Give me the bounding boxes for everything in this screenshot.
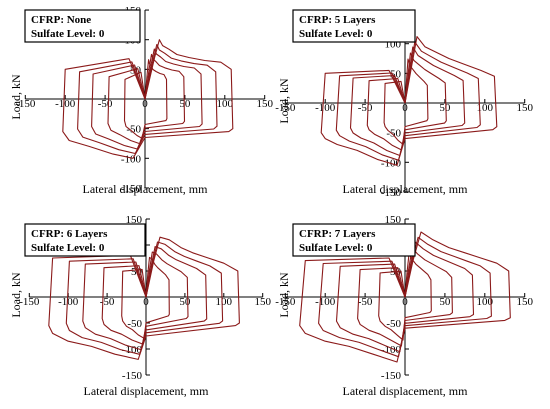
x-tick-label: -100 bbox=[55, 98, 76, 110]
y-tick-label: -100 bbox=[381, 344, 402, 356]
hysteresis-loop bbox=[366, 52, 447, 151]
x-tick-label: 100 bbox=[477, 102, 494, 114]
hysteresis-loop bbox=[82, 246, 208, 351]
legend-box bbox=[292, 9, 416, 43]
x-axis-title: Lateral displacement, mm bbox=[343, 182, 469, 196]
legend-line-2: Sulfate Level: 0 bbox=[31, 28, 105, 40]
chart-panel-3: Load, kN Lateral displacement, mm -150 -1… bbox=[9, 214, 271, 398]
y-axis-title: Load, kN bbox=[277, 272, 291, 318]
x-tick-label: -150 bbox=[15, 98, 36, 110]
x-tick-label: 50 bbox=[179, 296, 191, 308]
x-tick-label: 100 bbox=[217, 98, 234, 110]
x-tick-label: -100 bbox=[58, 296, 79, 308]
x-tick-label: 150 bbox=[254, 296, 271, 308]
hysteresis-loop bbox=[65, 241, 224, 355]
y-axis-title: Load, kN bbox=[277, 78, 291, 124]
x-tick-label: -50 bbox=[98, 98, 113, 110]
chart-panel-1: Load, kN Lateral displacement, mm -150 -1… bbox=[9, 5, 273, 196]
x-tick-label: 150 bbox=[256, 98, 273, 110]
y-tick-label: -50 bbox=[127, 318, 142, 330]
hysteresis-loop bbox=[77, 43, 218, 155]
y-axis-title: Load, kN bbox=[9, 272, 23, 318]
x-tick-label: 50 bbox=[439, 296, 451, 308]
x-tick-label: 50 bbox=[439, 102, 451, 114]
y-tick-label: -50 bbox=[126, 124, 141, 136]
hysteresis-loop bbox=[349, 46, 466, 157]
x-tick-label: 0 bbox=[402, 296, 408, 308]
y-tick-label: -100 bbox=[122, 344, 143, 356]
y-tick-label: -150 bbox=[381, 370, 402, 382]
hysteresis-loop bbox=[335, 41, 481, 161]
y-tick-label: -50 bbox=[386, 318, 401, 330]
x-tick-label: -50 bbox=[358, 296, 373, 308]
x-tick-label: 0 bbox=[402, 102, 408, 114]
legend-line-2: Sulfate Level: 0 bbox=[299, 28, 373, 40]
hysteresis-loop bbox=[357, 247, 453, 347]
legend-box bbox=[292, 223, 416, 257]
y-tick-label: -50 bbox=[386, 128, 401, 140]
x-tick-label: 0 bbox=[143, 296, 149, 308]
chart-panel-4: Load, kN Lateral displacement, mm -150 -1… bbox=[275, 214, 533, 398]
y-tick-label: -100 bbox=[121, 153, 142, 165]
x-tick-label: -150 bbox=[275, 296, 296, 308]
x-tick-label: -100 bbox=[315, 102, 336, 114]
hysteresis-loop bbox=[48, 236, 240, 360]
y-tick-label: -150 bbox=[381, 187, 402, 199]
y-tick-label: 150 bbox=[385, 214, 402, 226]
y-axis-title: Load, kN bbox=[9, 74, 23, 120]
x-tick-label: 0 bbox=[142, 98, 148, 110]
legend-line-1: CFRP: 5 Layers bbox=[299, 14, 376, 26]
y-tick-label: -150 bbox=[121, 183, 142, 195]
x-axis-title: Lateral displacement, mm bbox=[83, 182, 209, 196]
x-tick-label: 150 bbox=[516, 102, 533, 114]
x-tick-label: -150 bbox=[275, 102, 296, 114]
chart-panel-2: Load, kN Lateral displacement, mm -150 -1… bbox=[275, 9, 533, 199]
hysteresis-loop bbox=[123, 59, 168, 139]
x-tick-label: 150 bbox=[516, 296, 533, 308]
legend-line-2: Sulfate Level: 0 bbox=[299, 242, 373, 254]
x-tick-label: 100 bbox=[477, 296, 494, 308]
hysteresis-loop bbox=[335, 241, 475, 353]
y-tick-label: 50 bbox=[390, 68, 402, 80]
legend-box bbox=[24, 223, 146, 257]
legend-box bbox=[24, 9, 141, 43]
x-tick-label: -50 bbox=[100, 296, 115, 308]
x-tick-label: 100 bbox=[216, 296, 233, 308]
hysteresis-loop bbox=[62, 39, 234, 159]
legend-line-2: Sulfate Level: 0 bbox=[31, 242, 105, 254]
y-tick-label: 150 bbox=[126, 214, 143, 226]
legend-line-1: CFRP: 7 Layers bbox=[299, 228, 376, 240]
hysteresis-loop bbox=[299, 231, 511, 363]
x-axis-title: Lateral displacement, mm bbox=[84, 384, 210, 398]
x-tick-label: -150 bbox=[19, 296, 40, 308]
x-axis-title: Lateral displacement, mm bbox=[343, 384, 469, 398]
x-tick-label: 50 bbox=[179, 98, 191, 110]
legend-line-1: CFRP: None bbox=[31, 14, 91, 26]
hysteresis-loop bbox=[318, 236, 492, 358]
y-tick-label: -150 bbox=[122, 370, 143, 382]
legend-line-1: CFRP: 6 Layers bbox=[31, 228, 108, 240]
x-tick-label: -100 bbox=[315, 296, 336, 308]
hysteresis-loop bbox=[320, 36, 498, 166]
x-tick-label: -50 bbox=[358, 102, 373, 114]
hysteresis-loop bbox=[101, 251, 189, 345]
